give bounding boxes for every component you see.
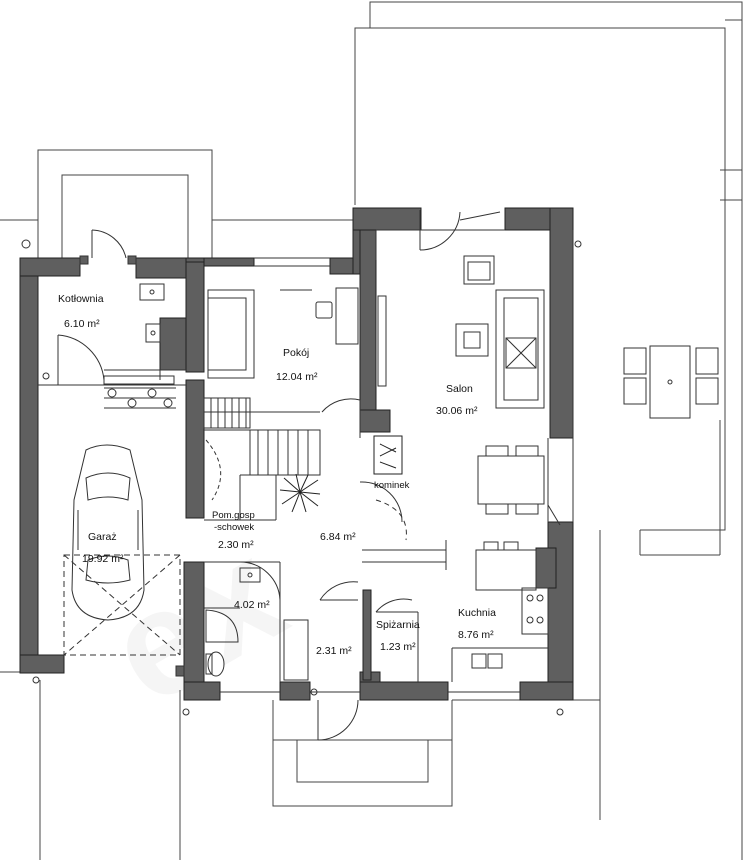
kitchen-island bbox=[475, 549, 537, 591]
garaz-area: 19.92 m² bbox=[82, 553, 124, 565]
kotlownia-area: 6.10 m² bbox=[64, 318, 100, 330]
armchair bbox=[463, 255, 495, 285]
pokoj-name: Pokój bbox=[283, 347, 309, 359]
coffee-table bbox=[455, 323, 489, 357]
boiler bbox=[145, 323, 161, 343]
dining-table bbox=[477, 455, 545, 505]
tv-unit bbox=[377, 295, 387, 387]
walls bbox=[19, 207, 574, 701]
bath-sink bbox=[239, 567, 261, 583]
shower bbox=[205, 609, 239, 643]
kitchen-sink-2 bbox=[487, 653, 503, 669]
salon-sofa bbox=[495, 289, 545, 409]
staircase bbox=[203, 397, 321, 520]
pokoj-sofa bbox=[207, 289, 255, 379]
car-outline bbox=[71, 444, 145, 621]
pom-gosp-name-2: -schowek bbox=[214, 522, 254, 533]
kitchen-sink-1 bbox=[471, 653, 487, 669]
terrace-table bbox=[649, 345, 691, 419]
doors bbox=[91, 210, 561, 741]
pokoj-desk bbox=[335, 287, 359, 345]
interior-lines bbox=[38, 229, 574, 693]
salon-name: Salon bbox=[446, 383, 473, 395]
hall-area: 6.84 m² bbox=[320, 531, 356, 543]
toilet bbox=[207, 651, 225, 677]
pom-gosp-area: 2.30 m² bbox=[218, 539, 254, 551]
pokoj-area: 12.04 m² bbox=[276, 371, 318, 383]
kotlownia-name: Kotłownia bbox=[58, 293, 104, 305]
bathroom-area: 4.02 m² bbox=[234, 599, 270, 611]
spizarnia-area: 1.23 m² bbox=[380, 641, 416, 653]
salon-area: 30.06 m² bbox=[436, 405, 478, 417]
bicycles bbox=[104, 387, 176, 409]
garaz-name: Garaż bbox=[88, 531, 117, 543]
spizarnia-name: Spiżarnia bbox=[376, 619, 420, 631]
fireplace bbox=[373, 435, 403, 475]
kuchnia-name: Kuchnia bbox=[458, 607, 496, 619]
kominek-label: kominek bbox=[374, 480, 410, 491]
room-labels: Kotłownia 6.10 m² Pokój 12.04 m² Salon 3… bbox=[58, 293, 496, 657]
pom-gosp-name-1: Pom.gosp bbox=[212, 510, 255, 521]
wardrobe-area: 2.31 m² bbox=[316, 645, 352, 657]
pokoj-chair bbox=[315, 301, 333, 319]
furniture bbox=[21, 239, 719, 716]
kuchnia-area: 8.76 m² bbox=[458, 629, 494, 641]
boiler-sink bbox=[139, 283, 165, 301]
